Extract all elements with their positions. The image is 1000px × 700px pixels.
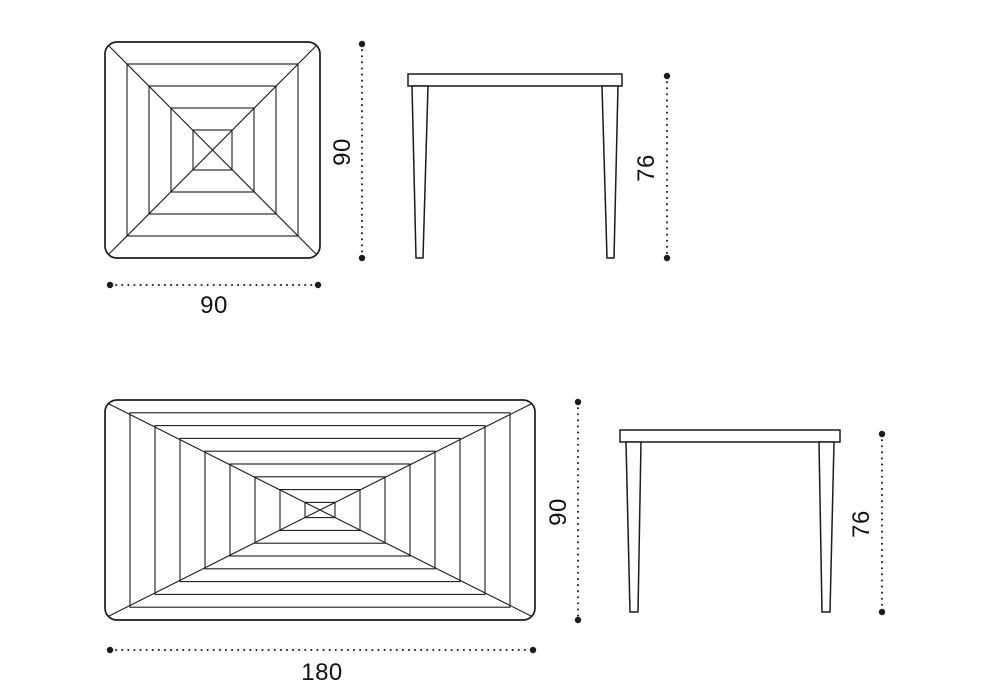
center-ring	[192, 129, 233, 171]
dimension-endpoint-dot	[574, 616, 582, 624]
table-leg-left	[411, 85, 429, 259]
dimension-square-width: 90	[106, 281, 322, 319]
dimension-endpoint-dot	[314, 281, 322, 289]
dimension-endpoint-dot	[878, 608, 886, 616]
dimension-endpoint-dot	[106, 281, 114, 289]
square-height-dimension-label: 76	[633, 154, 660, 182]
rect-table-side-view	[619, 429, 841, 613]
dimension-square-height: 76	[633, 72, 671, 262]
dimension-endpoint-dot	[106, 646, 114, 654]
table-leg-right	[818, 441, 835, 613]
square-depth-dimension-label: 90	[329, 138, 356, 166]
mitre-diagonal	[108, 45, 317, 255]
slat-ring	[229, 463, 411, 557]
rect-table-top-view	[104, 399, 536, 621]
rect-width-dimension-label: 180	[301, 659, 343, 686]
dimension-square-depth: 90	[329, 40, 366, 262]
rect-height-dimension-label: 76	[848, 510, 875, 538]
slat-ring	[148, 85, 277, 215]
slat-ring	[154, 425, 486, 595]
center-ring	[304, 501, 336, 519]
dimension-endpoint-dot	[529, 646, 537, 654]
dimension-endpoint-dot	[663, 72, 671, 80]
square-table-side-view	[407, 73, 623, 259]
dimension-endpoint-dot	[358, 254, 366, 262]
slat-ring	[279, 489, 361, 531]
square-width-dimension-label: 90	[200, 292, 228, 319]
table-leg-left	[625, 441, 642, 613]
dimension-endpoint-dot	[663, 254, 671, 262]
table-leg-right	[601, 85, 619, 259]
tabletop-slab	[407, 73, 623, 87]
rect-depth-dimension-label: 90	[545, 498, 572, 526]
slat-ring	[170, 107, 255, 193]
slat-ring	[126, 63, 299, 237]
slat-ring	[129, 412, 511, 608]
square-top-outline	[104, 41, 321, 259]
dimension-rect-height: 76	[848, 430, 886, 616]
tabletop-slab	[619, 429, 841, 443]
mitre-diagonal	[108, 403, 532, 617]
dimension-endpoint-dot	[574, 398, 582, 406]
square-table-top-view	[104, 41, 321, 259]
dimension-endpoint-dot	[878, 430, 886, 438]
dimension-rect-depth: 90	[545, 398, 582, 624]
rect-top-outline	[104, 399, 536, 621]
slat-ring	[204, 450, 436, 570]
dimension-rect-width: 180	[106, 646, 537, 686]
dimension-endpoint-dot	[358, 40, 366, 48]
slat-ring	[179, 437, 461, 583]
slat-ring	[254, 476, 386, 544]
